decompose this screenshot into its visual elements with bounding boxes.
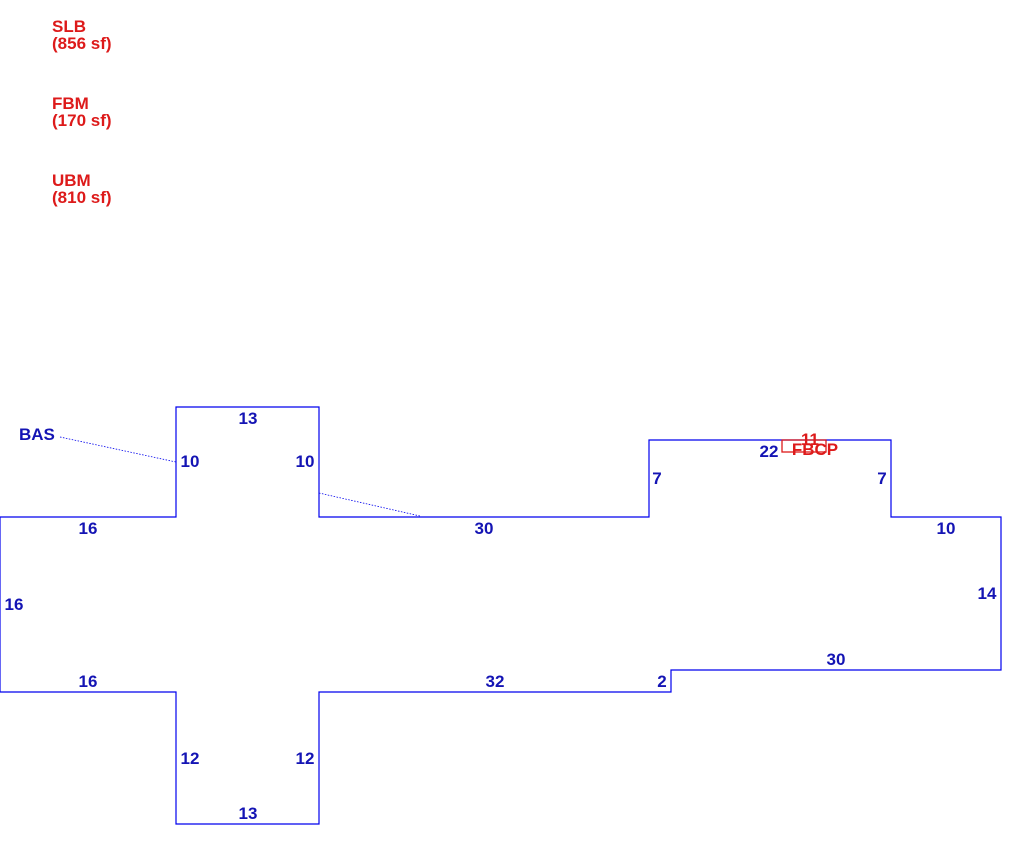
dimension-bump-left: 7 — [652, 469, 661, 488]
legend-code: FBM — [52, 94, 89, 113]
dimension-bump-right: 7 — [877, 469, 886, 488]
dimension-bottom-wing-right: 12 — [296, 749, 315, 768]
dimension-right-side: 14 — [978, 584, 997, 603]
fbcp-dimension: 11 — [801, 430, 819, 449]
legend-area: (810 sf) — [52, 188, 112, 207]
legend-area: (856 sf) — [52, 34, 112, 53]
legend-code: UBM — [52, 171, 91, 190]
legend-item-slb: SLB (856 sf) — [52, 18, 112, 52]
dimension-top-wing-top: 13 — [239, 409, 258, 428]
dimension-bottom-wing-bottom: 13 — [239, 804, 258, 823]
dimension-lower-left: 16 — [79, 672, 98, 691]
legend-item-ubm: UBM (810 sf) — [52, 172, 112, 206]
area-label-bas: BAS — [19, 425, 55, 444]
fbcp-area-box — [781, 439, 827, 453]
dimension-upper-middle: 30 — [475, 519, 494, 538]
dimension-step: 2 — [657, 672, 666, 691]
dimension-upper-left: 16 — [79, 519, 98, 538]
bas-leader-line — [59, 436, 177, 463]
dimension-left-side: 16 — [5, 595, 24, 614]
bas-leader-line-inner — [318, 492, 421, 517]
dimension-lower-middle: 32 — [486, 672, 505, 691]
fbcp-area-label: FBCP — [792, 440, 838, 459]
dimension-bottom-wing-left: 12 — [181, 749, 200, 768]
legend-code: SLB — [52, 17, 86, 36]
dimension-lower-right: 30 — [827, 650, 846, 669]
dimension-bump-top: 22 — [760, 442, 779, 461]
dimension-top-wing-right: 10 — [296, 452, 315, 471]
building-outline — [0, 406, 1002, 825]
dimension-upper-right: 10 — [937, 519, 956, 538]
dimension-top-wing-left: 10 — [181, 452, 200, 471]
legend-area: (170 sf) — [52, 111, 112, 130]
legend-item-fbm: FBM (170 sf) — [52, 95, 112, 129]
